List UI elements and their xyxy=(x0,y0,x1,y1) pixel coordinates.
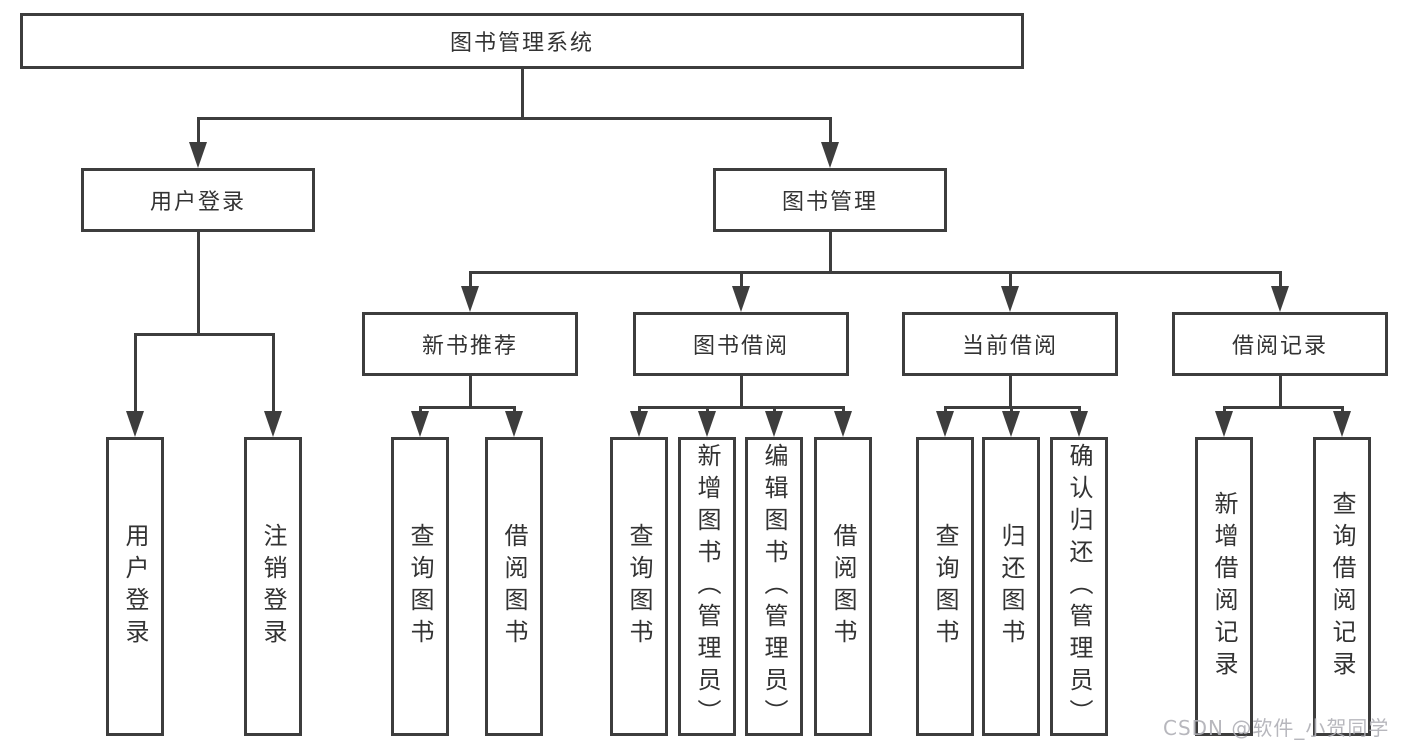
connector-root-split-stem-1 xyxy=(828,118,832,146)
node-confirm-return-admin: 确认归还（管理员） xyxy=(1050,437,1108,736)
connector-root-split-trunk xyxy=(520,69,524,120)
arrow-down-icon xyxy=(1001,286,1019,312)
arrow-down-icon xyxy=(936,411,954,437)
node-logout-action: 注销登录 xyxy=(244,437,302,736)
node-current-borrowing: 当前借阅 xyxy=(902,312,1118,376)
node-label-search-borrowing-record: 查询借阅记录 xyxy=(1328,490,1356,683)
connector-book-borrowing-split-trunk xyxy=(739,376,743,409)
node-label-user-login-action: 用户登录 xyxy=(121,522,149,651)
arrow-down-icon xyxy=(821,142,839,168)
node-add-borrowing-record: 新增借阅记录 xyxy=(1195,437,1253,736)
node-book-management: 图书管理 xyxy=(713,168,947,232)
node-label-borrow-books-recommend: 借阅图书 xyxy=(500,522,528,651)
node-user-login: 用户登录 xyxy=(81,168,315,232)
connector-book-management-split-bar xyxy=(468,270,1282,274)
node-label-confirm-return-admin: 确认归还（管理员） xyxy=(1065,442,1093,731)
connector-book-management-split-trunk xyxy=(828,232,832,274)
connector-borrowing-records-split-bar xyxy=(1222,405,1344,409)
node-library-management-system: 图书管理系统 xyxy=(20,13,1024,69)
node-label-search-books-recommend: 查询图书 xyxy=(406,522,434,651)
connector-book-management-split-stem-1 xyxy=(739,272,743,290)
connector-user-login-split-bar xyxy=(133,332,275,336)
node-add-books-admin: 新增图书（管理员） xyxy=(678,437,736,736)
arrow-down-icon xyxy=(189,142,207,168)
node-new-book-recommendation: 新书推荐 xyxy=(362,312,578,376)
arrow-down-icon xyxy=(505,411,523,437)
arrow-down-icon xyxy=(461,286,479,312)
node-edit-books-admin: 编辑图书（管理员） xyxy=(745,437,803,736)
node-label-add-books-admin: 新增图书（管理员） xyxy=(693,442,721,731)
node-label-logout-action: 注销登录 xyxy=(259,522,287,651)
node-label-edit-books-admin: 编辑图书（管理员） xyxy=(760,442,788,731)
node-label-user-login: 用户登录 xyxy=(149,190,246,215)
arrow-down-icon xyxy=(1002,411,1020,437)
node-book-borrowing: 图书借阅 xyxy=(633,312,849,376)
connector-book-management-split-stem-0 xyxy=(468,272,472,290)
node-search-books-current: 查询图书 xyxy=(916,437,974,736)
node-label-new-book-recommendation: 新书推荐 xyxy=(421,334,518,359)
arrow-down-icon xyxy=(834,411,852,437)
connector-new-book-recommendation-split-bar xyxy=(418,405,516,409)
connector-user-login-split-trunk xyxy=(196,232,200,336)
arrow-down-icon xyxy=(1333,411,1351,437)
arrow-down-icon xyxy=(765,411,783,437)
arrow-down-icon xyxy=(1070,411,1088,437)
connector-user-login-split-stem-0 xyxy=(133,334,137,415)
node-label-borrowing-records: 借阅记录 xyxy=(1231,334,1328,359)
arrow-down-icon xyxy=(264,411,282,437)
connector-new-book-recommendation-split-trunk xyxy=(468,376,472,409)
arrow-down-icon xyxy=(630,411,648,437)
connector-book-management-split-stem-3 xyxy=(1278,272,1282,290)
node-search-borrowing-record: 查询借阅记录 xyxy=(1313,437,1371,736)
connector-borrowing-records-split-trunk xyxy=(1278,376,1282,409)
node-label-book-borrowing: 图书借阅 xyxy=(692,334,789,359)
arrow-down-icon xyxy=(126,411,144,437)
arrow-down-icon xyxy=(698,411,716,437)
node-borrow-books: 借阅图书 xyxy=(814,437,872,736)
node-label-current-borrowing: 当前借阅 xyxy=(961,334,1058,359)
connector-user-login-split-stem-1 xyxy=(271,334,275,415)
node-label-add-borrowing-record: 新增借阅记录 xyxy=(1210,490,1238,683)
node-label-search-books-current: 查询图书 xyxy=(931,522,959,651)
node-label-book-management: 图书管理 xyxy=(781,190,878,215)
connector-root-split-stem-0 xyxy=(196,118,200,146)
connector-book-borrowing-split-bar xyxy=(637,405,845,409)
node-search-books-borrowing: 查询图书 xyxy=(610,437,668,736)
arrow-down-icon xyxy=(1271,286,1289,312)
arrow-down-icon xyxy=(1215,411,1233,437)
connector-current-borrowing-split-trunk xyxy=(1008,376,1012,409)
node-label-return-books: 归还图书 xyxy=(997,522,1025,651)
node-label-borrow-books: 借阅图书 xyxy=(829,522,857,651)
node-label-library-management-system: 图书管理系统 xyxy=(449,31,594,56)
arrow-down-icon xyxy=(732,286,750,312)
node-borrow-books-recommend: 借阅图书 xyxy=(485,437,543,736)
node-user-login-action: 用户登录 xyxy=(106,437,164,736)
arrow-down-icon xyxy=(411,411,429,437)
node-borrowing-records: 借阅记录 xyxy=(1172,312,1388,376)
csdn-watermark: CSDN @软件_小贺同学 xyxy=(1163,716,1390,740)
connector-book-management-split-stem-2 xyxy=(1008,272,1012,290)
node-return-books: 归还图书 xyxy=(982,437,1040,736)
node-search-books-recommend: 查询图书 xyxy=(391,437,449,736)
connector-root-split-bar xyxy=(196,116,832,120)
node-label-search-books-borrowing: 查询图书 xyxy=(625,522,653,651)
